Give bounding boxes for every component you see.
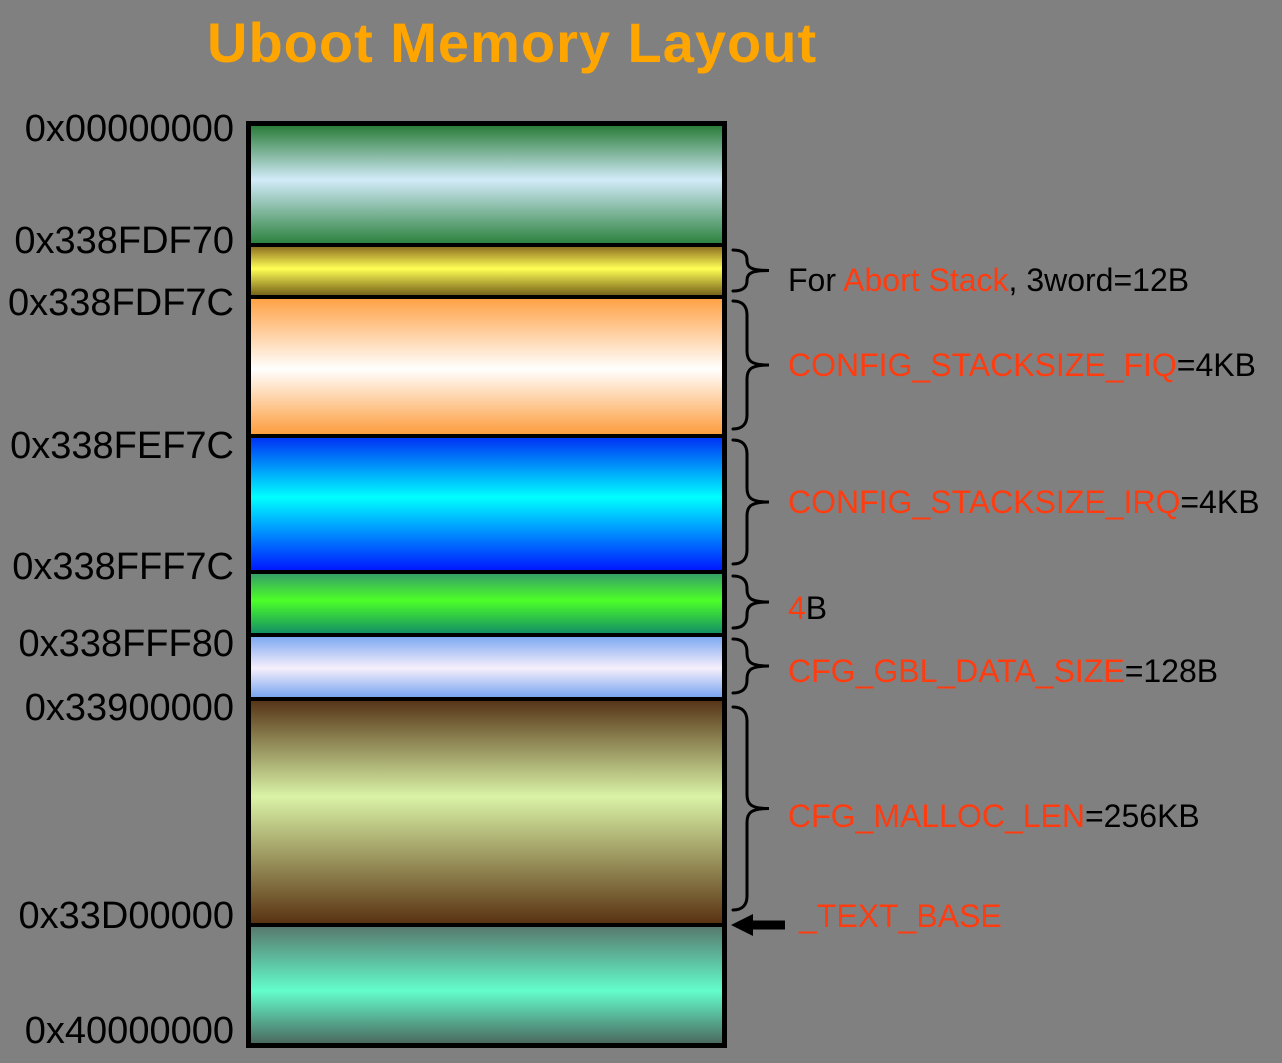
annotation-fiq-stack: CONFIG_STACKSIZE_FIQ=4KB xyxy=(788,349,1256,381)
brace-path xyxy=(731,438,770,566)
brace-four-bytes xyxy=(731,574,770,630)
memory-region-sdram-start xyxy=(251,126,722,243)
annotation-text: CFG_MALLOC_LEN xyxy=(788,798,1085,834)
annotation-text: 4 xyxy=(788,590,806,626)
annotation-text: B xyxy=(805,590,828,626)
memory-region-fiq-stack xyxy=(251,295,722,434)
annotation-four-bytes: 4B xyxy=(788,592,827,624)
memory-region-irq-stack xyxy=(251,434,722,570)
memory-block xyxy=(246,121,727,1048)
annotation-text: CONFIG_STACKSIZE_FIQ xyxy=(788,347,1177,383)
memory-region-uboot-code xyxy=(251,923,722,1043)
annotation-abort-stack: For Abort Stack, 3word=12B xyxy=(788,264,1189,296)
annotation-malloc-area: CFG_MALLOC_LEN=256KB xyxy=(788,800,1200,832)
brace-abort-stack xyxy=(731,248,770,293)
brace-malloc-area xyxy=(731,705,770,912)
page-title: Uboot Memory Layout xyxy=(207,11,818,74)
arrow-left-shape xyxy=(731,914,785,936)
brace-path xyxy=(731,705,770,912)
memory-region-malloc-area xyxy=(251,697,722,923)
address-label: 0x00000000 xyxy=(24,108,234,150)
address-label: 0x338FDF70 xyxy=(14,220,234,262)
address-label: 0x338FFF7C xyxy=(12,546,234,588)
annotation-text: =256KB xyxy=(1084,798,1200,834)
address-label: 0x33900000 xyxy=(24,687,234,729)
text-base-arrow-icon xyxy=(731,914,785,936)
annotation-text: For xyxy=(788,262,844,298)
brace-irq-stack xyxy=(731,438,770,566)
brace-path xyxy=(731,248,770,293)
address-label: 0x338FFF80 xyxy=(18,623,234,665)
memory-region-four-bytes xyxy=(251,570,722,633)
address-label: 0x338FDF7C xyxy=(8,282,234,324)
text-base-label: _TEXT_BASE xyxy=(799,898,1002,934)
annotation-irq-stack: CONFIG_STACKSIZE_IRQ=4KB xyxy=(788,486,1260,518)
annotation-text: Abort Stack xyxy=(843,262,1009,298)
brace-path xyxy=(731,637,770,695)
address-label: 0x33D00000 xyxy=(18,895,234,937)
memory-region-gbl-data xyxy=(251,633,722,697)
annotation-text: =4KB xyxy=(1180,484,1260,520)
annotation-gbl-data: CFG_GBL_DATA_SIZE=128B xyxy=(788,655,1218,687)
annotation-text: CONFIG_STACKSIZE_IRQ xyxy=(788,484,1181,520)
annotation-text: =4KB xyxy=(1176,347,1256,383)
brace-fiq-stack xyxy=(731,299,770,431)
annotation-text: =128B xyxy=(1124,653,1219,689)
brace-path xyxy=(731,299,770,431)
annotation-text: CFG_GBL_DATA_SIZE xyxy=(788,653,1125,689)
brace-path xyxy=(731,574,770,630)
brace-gbl-data xyxy=(731,637,770,695)
address-label: 0x338FEF7C xyxy=(10,425,234,467)
address-label: 0x40000000 xyxy=(24,1010,234,1052)
annotation-text: , 3word=12B xyxy=(1008,262,1190,298)
memory-region-abort-stack xyxy=(251,243,722,295)
